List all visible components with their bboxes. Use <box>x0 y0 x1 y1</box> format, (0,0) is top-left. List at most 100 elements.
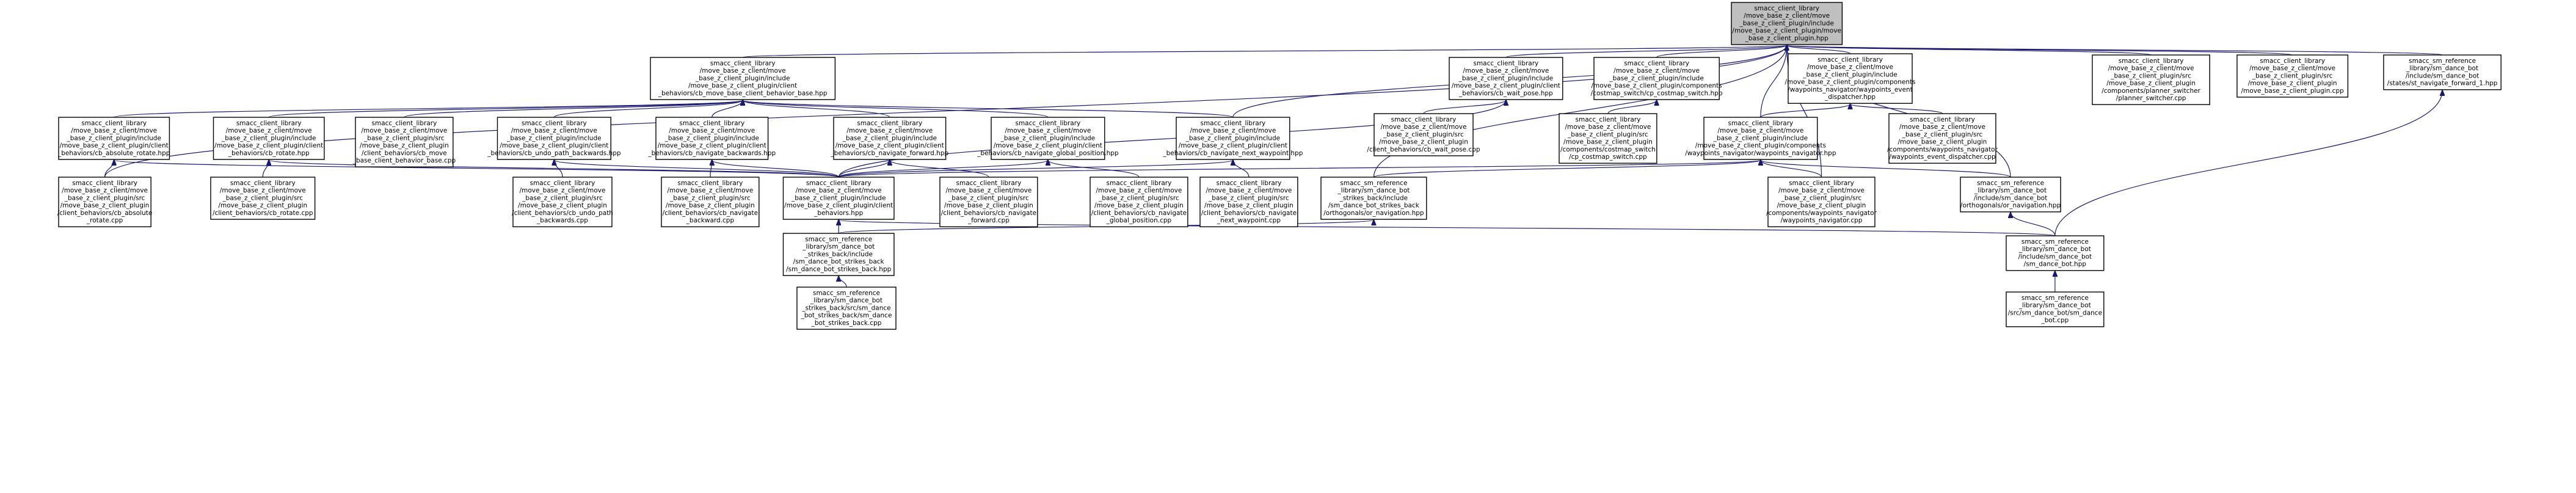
file-node-label-line: _strikes_back/src/sm_dance <box>801 304 890 312</box>
file-node-sb-orth-h[interactable]: smacc_sm_reference_library/sm_dance_bot_… <box>1320 177 1427 220</box>
include-edge-wed-cpp-to-wed-h <box>1850 104 1943 114</box>
include-edge-costmap-cpp-to-costmap-h <box>1607 100 1657 114</box>
file-node-box <box>1199 177 1298 227</box>
file-node-label-line: /move_base_z_client/move <box>220 187 306 194</box>
file-node-label-line: _base_z_client_plugin/src <box>64 194 145 202</box>
file-node-navfwd-cpp[interactable]: smacc_client_library/move_base_z_client/… <box>939 177 1038 227</box>
file-node-costmap-h[interactable]: smacc_client_library/move_base_z_client/… <box>1591 57 1723 100</box>
file-node-navfwd1-h[interactable]: smacc_sm_reference_library/sm_dance_bot/… <box>2383 54 2501 90</box>
file-node-label-line: /move_base_z_client_plugin/client <box>835 142 944 150</box>
file-node-label-line: _behaviors/cb_move_base_client_behavior_… <box>658 90 828 97</box>
file-node-label-line: /sm_dance_bot_strikes_back <box>793 258 885 266</box>
file-node-label-line: /move_base_z_client_plugin <box>1204 202 1293 210</box>
file-node-waitpose-cpp[interactable]: smacc_client_library/move_base_z_client/… <box>1367 113 1480 156</box>
file-node-wn-cpp[interactable]: smacc_client_library/move_base_z_client/… <box>1766 177 1877 227</box>
file-node-label-line: smacc_client_library <box>806 180 871 187</box>
file-node-label-line: smacc_client_library <box>679 120 744 127</box>
file-node-box <box>1374 113 1474 156</box>
file-node-label-line: /move_base_z_client_plugin <box>944 202 1033 210</box>
file-node-label-line: _behaviors/cb_navigate_forward.hpp <box>830 150 948 157</box>
file-node-label-line: smacc_client_library <box>1728 120 1793 127</box>
file-node-navback-h[interactable]: smacc_client_library/move_base_z_client/… <box>647 117 776 160</box>
include-edge-navglob-cpp-to-navglob-h <box>1048 160 1140 178</box>
file-node-cbbase-cpp[interactable]: smacc_client_library/move_base_z_client/… <box>352 117 456 167</box>
file-node-label-line: smacc_sm_reference <box>2021 294 2089 302</box>
file-node-label-line: _base_z_client_plugin/include <box>664 134 759 142</box>
file-node-label-line: /components/costmap_switch <box>1560 146 1656 153</box>
file-node-root[interactable]: smacc_client_library/move_base_z_client/… <box>1731 2 1843 45</box>
include-edge-navfwd1-h-to-root <box>1787 45 2443 56</box>
file-node-navnext-cpp[interactable]: smacc_client_library/move_base_z_client/… <box>1199 177 1298 227</box>
file-node-label-line: /move_base_z_client_plugin <box>2106 80 2196 87</box>
include-edge-db-main-h-to-db-orth-h <box>2010 213 2056 236</box>
file-node-label-line: _bot_strikes_back.cpp <box>811 320 882 327</box>
include-edge-cbs-h-to-undo-h <box>554 160 839 178</box>
file-node-label-line: /move_base_z_client/move <box>511 127 597 134</box>
file-node-label-line: _next_waypoint.cpp <box>1217 217 1281 224</box>
file-node-label-line: /client_behaviors/cb_move <box>362 150 447 157</box>
file-node-label-line: _behaviors.hpp <box>813 210 863 217</box>
include-edge-waitpose-cpp-to-waitpose-h <box>1423 100 1506 114</box>
file-node-plugin-cpp[interactable]: smacc_client_library/move_base_z_client/… <box>2236 54 2349 98</box>
file-node-label-line: _backwards.cpp <box>536 217 588 224</box>
file-node-db-main-h[interactable]: smacc_sm_reference_library/sm_dance_bot/… <box>2006 235 2105 271</box>
file-node-label-line: /components/waypoints_navigator <box>1766 210 1877 217</box>
file-node-box <box>210 177 316 220</box>
file-node-label-line: /move_base_z_client_plugin/client <box>1179 142 1287 150</box>
file-node-wed-h[interactable]: smacc_client_library/move_base_z_client/… <box>1785 53 1916 104</box>
file-node-label-line: /move_base_z_client_plugin <box>218 202 307 210</box>
file-node-label-line: _base_z_client_plugin/src <box>1098 194 1179 202</box>
file-node-box <box>1090 177 1188 227</box>
file-node-cbbase[interactable]: smacc_client_library/move_base_z_client/… <box>650 57 836 100</box>
file-node-navglob-cpp[interactable]: smacc_client_library/move_base_z_client/… <box>1090 177 1188 227</box>
file-node-costmap-cpp[interactable]: smacc_client_library/move_base_z_client/… <box>1559 113 1657 164</box>
file-node-planner-cpp[interactable]: smacc_client_library/move_base_z_client/… <box>2092 54 2210 105</box>
file-node-wed-cpp[interactable]: smacc_client_library/move_base_z_client/… <box>1887 113 1998 164</box>
file-node-label-line: /client_behaviors/cb_absolute <box>57 210 153 217</box>
file-node-box <box>655 117 769 160</box>
file-node-navglob-h[interactable]: smacc_client_library/move_base_z_client/… <box>977 117 1119 160</box>
file-node-sb-main-h[interactable]: smacc_sm_reference_library/sm_dance_bot_… <box>782 233 895 276</box>
file-node-label-line: /waypoints_navigator/waypoints_event <box>1788 86 1913 93</box>
file-node-label-line: _dispatcher.hpp <box>1824 93 1876 101</box>
file-node-label-line: smacc_sm_reference <box>2409 57 2476 65</box>
file-node-label-line: smacc_client_library <box>372 120 437 127</box>
include-edge-undo-h-to-cbbase <box>553 100 743 118</box>
include-edge-rot-cpp-to-rot-h <box>262 160 269 178</box>
include-edge-db-main-h-to-navfwd1-h <box>2054 90 2442 236</box>
file-node-navnext-h[interactable]: smacc_client_library/move_base_z_client/… <box>1162 117 1303 160</box>
file-node-label-line: _base_z_client_plugin.hpp <box>1745 35 1829 42</box>
include-edge-cbs-h-to-navfwd-h <box>838 160 890 178</box>
file-node-label-line: _base_z_client_plugin/src <box>1902 131 1983 138</box>
file-node-cbs-h[interactable]: smacc_client_library/move_base_z_client/… <box>782 177 895 220</box>
file-node-sb-main-cpp[interactable]: smacc_sm_reference_library/sm_dance_bot_… <box>796 287 897 330</box>
file-node-navfwd-h[interactable]: smacc_client_library/move_base_z_client/… <box>830 117 949 160</box>
file-node-waitpose-h[interactable]: smacc_client_library/move_base_z_client/… <box>1449 57 1563 100</box>
file-node-label-line: smacc_client_library <box>1473 60 1538 67</box>
file-node-rot-cpp[interactable]: smacc_client_library/move_base_z_client/… <box>210 177 316 220</box>
file-node-absrot-h[interactable]: smacc_client_library/move_base_z_client/… <box>57 117 170 160</box>
file-node-box <box>2006 291 2105 327</box>
file-node-rot-h[interactable]: smacc_client_library/move_base_z_client/… <box>213 117 325 160</box>
file-node-wn-h[interactable]: smacc_client_library/move_base_z_client/… <box>1685 117 1836 160</box>
file-node-absrot-cpp[interactable]: smacc_client_library/move_base_z_client/… <box>57 177 153 227</box>
include-edge-absrot-cpp-to-absrot-h <box>104 160 114 178</box>
file-node-navback-cpp[interactable]: smacc_client_library/move_base_z_client/… <box>661 177 760 227</box>
file-node-label-line: _library/sm_dance_bot <box>1974 187 2047 194</box>
file-node-label-line: smacc_client_library <box>81 120 147 127</box>
file-node-label-line: /move_base_z_client_plugin/client <box>60 142 169 150</box>
include-edge-cbbase-cpp-to-cbbase <box>404 100 743 118</box>
file-node-undo-cpp[interactable]: smacc_client_library/move_base_z_client/… <box>512 177 613 227</box>
file-node-db-orth-h[interactable]: smacc_sm_reference_library/sm_dance_bot/… <box>1960 177 2061 213</box>
file-node-db-main-cpp[interactable]: smacc_sm_reference_library/sm_dance_bot/… <box>2006 291 2105 327</box>
file-node-label-line: _library/sm_dance_bot <box>802 243 875 250</box>
include-edge-cbs-h-to-navglob-h <box>838 160 1048 178</box>
file-node-label-line: /move_base_z_client/move <box>1005 127 1091 134</box>
file-node-label-line: /move_base_z_client_plugin/components <box>1785 79 1915 86</box>
file-node-label-line: _rotate.cpp <box>86 217 123 224</box>
file-node-label-line: _bot_strikes_back/sm_dance <box>801 312 892 320</box>
include-edge-cbs-h-to-navback-h <box>712 160 839 178</box>
file-node-undo-h[interactable]: smacc_client_library/move_base_z_client/… <box>487 117 621 160</box>
file-node-label-line: smacc_client_library <box>236 120 302 127</box>
file-node-box <box>782 177 895 220</box>
